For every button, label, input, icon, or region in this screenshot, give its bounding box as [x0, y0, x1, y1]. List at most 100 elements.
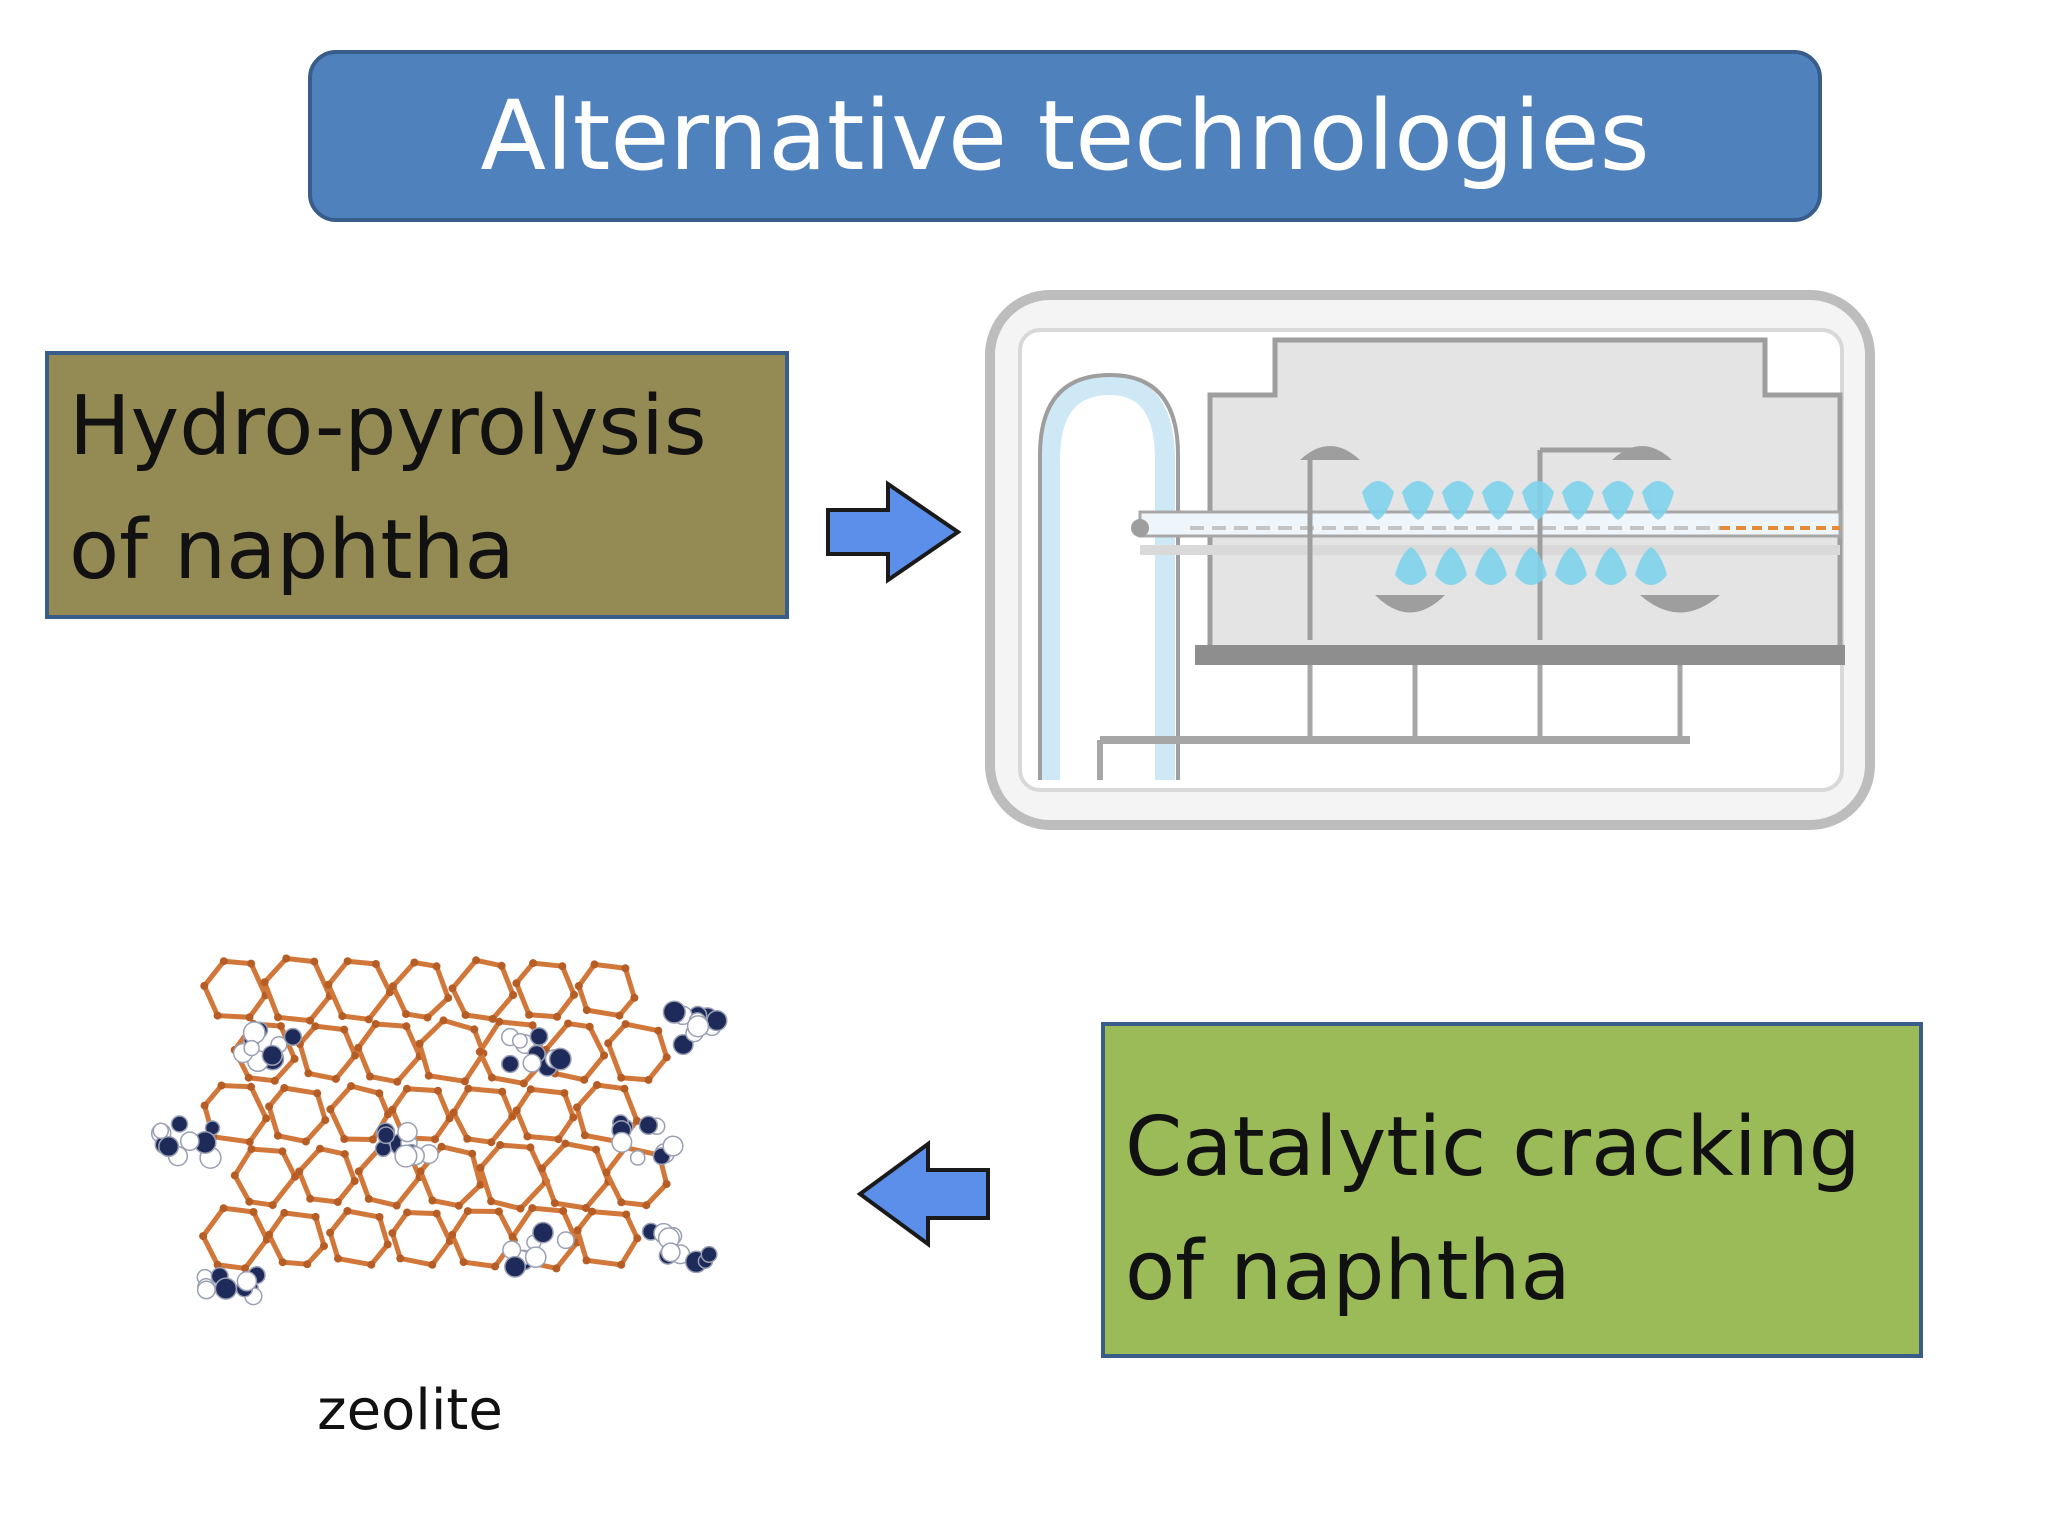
- zeolite-atom: [590, 960, 599, 969]
- zeolite-atom: [600, 1051, 609, 1060]
- molecule-atom: [700, 1245, 718, 1263]
- zeolite-atom: [461, 1011, 470, 1019]
- molecule-atom: [394, 1144, 418, 1168]
- zeolite-atom: [432, 1209, 441, 1218]
- zeolite-atom: [573, 1103, 581, 1112]
- zeolite-cage: [542, 1020, 608, 1083]
- zeolite-atom: [199, 1232, 208, 1241]
- molecule-atom: [243, 1030, 261, 1049]
- zeolite-cage: [355, 1143, 423, 1209]
- zeolite-atom: [402, 1010, 410, 1018]
- zeolite-cage: [605, 1021, 670, 1083]
- molecule-atom: [662, 1135, 684, 1157]
- molecule-atom: [504, 1255, 526, 1278]
- zeolite-cage: [576, 961, 638, 1019]
- molecule-atom: [652, 1147, 671, 1166]
- zeolite-atom: [324, 980, 333, 989]
- zeolite-cage: [266, 1210, 327, 1267]
- molecule-atom: [684, 1250, 708, 1274]
- zeolite-atom: [280, 1208, 289, 1217]
- zeolite-cage: [201, 958, 269, 1020]
- zeolite-atom: [282, 954, 291, 963]
- molecule-atom: [214, 1277, 238, 1300]
- molecule-atom: [402, 1143, 420, 1162]
- zeolite-cage: [449, 957, 516, 1022]
- zeolite-atom: [448, 1230, 457, 1239]
- zeolite-atom: [602, 1168, 611, 1177]
- molecule-atom: [512, 1249, 535, 1271]
- zeolite-atom: [617, 1260, 626, 1269]
- zeolite-atom: [262, 1114, 271, 1123]
- molecule-atom: [527, 1044, 546, 1064]
- zeolite-atom: [552, 1264, 561, 1273]
- molecule-atom: [706, 1009, 728, 1032]
- zeolite-atom: [468, 1149, 477, 1158]
- molecule-atom: [377, 1126, 395, 1145]
- zeolite-atom: [476, 1180, 485, 1189]
- zeolite-atom: [655, 1151, 664, 1160]
- zeolite-atom: [389, 982, 397, 991]
- molecule-atom: [672, 1005, 693, 1026]
- hydro-pyrolysis-box: Hydro-pyrolysis of naphtha: [45, 351, 789, 619]
- zeolite-atom: [366, 1072, 374, 1081]
- zeolite-cage: [450, 1085, 516, 1145]
- zeolite-atom: [494, 1207, 503, 1216]
- molecule-atom: [524, 1246, 547, 1269]
- zeolite-atom: [487, 1197, 496, 1206]
- zeolite-atom: [487, 1073, 496, 1082]
- zeolite-atom: [245, 1013, 254, 1022]
- zeolite-atom: [630, 993, 639, 1002]
- zeolite-atom: [338, 1012, 347, 1021]
- molecule-atom: [283, 1027, 303, 1047]
- molecule-atom: [235, 1279, 254, 1298]
- molecule-atom: [647, 1117, 666, 1136]
- zeolite-atom: [295, 1167, 304, 1176]
- molecule-atom: [664, 1227, 683, 1245]
- zeolite-atom: [393, 1077, 402, 1086]
- zeolite-atom: [550, 1199, 559, 1208]
- molecule-atom: [179, 1131, 200, 1152]
- zeolite-atom: [542, 1177, 550, 1186]
- catalytic-cracking-box: Catalytic cracking of naphtha: [1101, 1022, 1923, 1358]
- zeolite-atom: [428, 1260, 437, 1269]
- zeolite-atom: [454, 1201, 463, 1210]
- molecule-atom: [247, 1266, 266, 1285]
- zeolite-atom: [559, 1207, 568, 1215]
- zeolite-atom: [581, 1204, 590, 1212]
- zeolite-atom: [439, 1016, 448, 1025]
- zeolite-atom: [523, 1132, 532, 1141]
- zeolite-framework: [199, 954, 671, 1273]
- molecule-atom: [501, 1054, 520, 1074]
- molecule-atom: [196, 1268, 214, 1286]
- zeolite-atom: [278, 1147, 287, 1156]
- zeolite-atom: [424, 1071, 433, 1080]
- zeolite-cage: [416, 1017, 487, 1085]
- zeolite-atom: [230, 1046, 239, 1054]
- zeolite-atom: [526, 1085, 535, 1094]
- page-title: Alternative technologies: [480, 80, 1650, 192]
- zeolite-atom: [303, 1260, 312, 1269]
- zeolite-atom: [449, 1108, 458, 1117]
- zeolite-atom: [217, 1081, 226, 1090]
- zeolite-atom: [434, 1086, 442, 1095]
- zeolite-atom: [410, 958, 419, 967]
- molecule-atom: [243, 1039, 260, 1057]
- zeolite-atom: [396, 1254, 405, 1263]
- zeolite-atom: [388, 1105, 397, 1114]
- zeolite-atom: [475, 1047, 484, 1056]
- zeolite-atom: [512, 1106, 521, 1115]
- zeolite-atom: [265, 1102, 274, 1111]
- zeolite-atom: [593, 1081, 601, 1089]
- zeolite-atom: [470, 1025, 479, 1034]
- molecule-atom: [641, 1222, 660, 1241]
- zeolite-atom: [621, 1020, 630, 1029]
- zeolite-atom: [448, 984, 457, 993]
- molecule-atom: [150, 1122, 172, 1144]
- zeolite-atom: [388, 1229, 397, 1238]
- zeolite-cage: [509, 1205, 581, 1272]
- zeolite-atom: [516, 1204, 525, 1213]
- zeolite-atom: [476, 1163, 485, 1172]
- zeolite-atom: [519, 1079, 528, 1088]
- zeolite-cage: [574, 1082, 640, 1145]
- molecule-atom: [686, 1015, 710, 1038]
